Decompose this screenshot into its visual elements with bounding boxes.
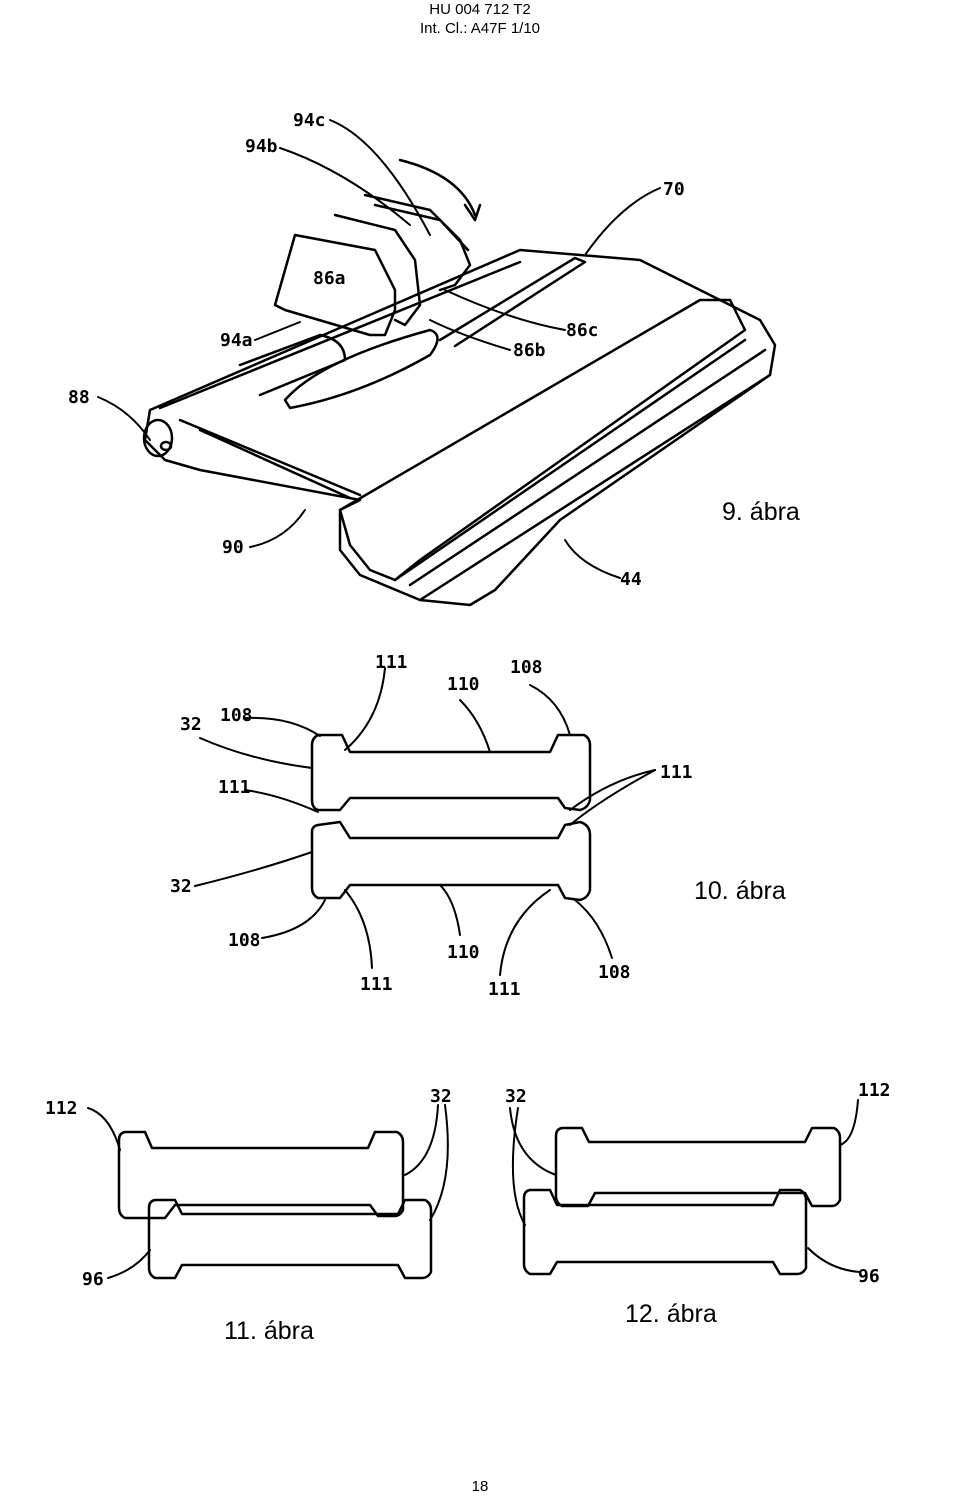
lower-profile-96	[147, 1198, 433, 1280]
figure-12-leaders	[509, 1099, 861, 1273]
divider-86c	[363, 193, 472, 292]
upper-profile-32	[117, 1130, 405, 1220]
lower-profile-96	[522, 1188, 808, 1276]
rod	[438, 256, 587, 348]
label-32: 32	[180, 714, 202, 735]
figure-12-drawing	[522, 1126, 842, 1276]
label-86a: 86a	[313, 268, 346, 289]
label-108: 108	[510, 657, 543, 678]
figure-11-drawing	[117, 1130, 433, 1280]
label-94b: 94b	[245, 136, 278, 157]
divider-86b	[333, 213, 422, 327]
label-110: 110	[447, 674, 480, 695]
figure-10-labels: 111 110 108 32 108 111 111 32 108 110 11…	[170, 652, 693, 1000]
upper-profile-32	[554, 1126, 842, 1208]
label-112: 112	[858, 1080, 891, 1101]
label-111: 111	[660, 762, 693, 783]
label-86c: 86c	[566, 320, 599, 341]
figure-9-caption: 9. ábra	[722, 498, 800, 526]
figure-9-drawing	[142, 158, 777, 607]
label-70: 70	[663, 179, 685, 200]
figure-10-drawing	[310, 733, 592, 902]
document-header: HU 004 712 T2 Int. Cl.: A47F 1/10	[0, 0, 960, 38]
label-110: 110	[447, 942, 480, 963]
label-96: 96	[82, 1269, 104, 1290]
figure-11-caption: 11. ábra	[224, 1317, 314, 1345]
label-90: 90	[222, 537, 244, 558]
label-86b: 86b	[513, 340, 546, 361]
figure-12-labels: 32 112 96	[505, 1080, 891, 1287]
figure-11-labels: 112 32 96	[45, 1086, 452, 1290]
label-96: 96	[858, 1266, 880, 1287]
upper-profile-32	[310, 733, 592, 812]
divider-86a	[273, 233, 397, 337]
label-108: 108	[220, 705, 253, 726]
front-rail	[338, 298, 747, 582]
label-111: 111	[488, 979, 521, 1000]
label-88: 88	[68, 387, 90, 408]
label-111: 111	[375, 652, 408, 673]
label-32: 32	[170, 876, 192, 897]
label-44: 44	[620, 569, 642, 590]
label-32: 32	[430, 1086, 452, 1107]
label-108: 108	[598, 962, 631, 983]
label-32: 32	[505, 1086, 527, 1107]
page-number: 18	[471, 1478, 489, 1495]
label-108: 108	[228, 930, 261, 951]
classification: Int. Cl.: A47F 1/10	[419, 20, 541, 37]
figure-9-labels: 94c 94b 70 86a 94a 86c 86b 88 90 44	[68, 110, 685, 590]
patent-number: HU 004 712 T2	[429, 1, 531, 18]
figure-9-leaders	[97, 119, 661, 579]
label-111: 111	[218, 777, 251, 798]
lower-profile-32	[310, 820, 592, 902]
tray-outline	[143, 248, 777, 607]
figure-10-caption: 10. ábra	[694, 877, 786, 905]
label-94a: 94a	[220, 330, 253, 351]
figure-12-caption: 12. ábra	[625, 1300, 717, 1328]
figure-11-leaders	[87, 1104, 449, 1279]
end-cap	[142, 418, 174, 458]
label-111: 111	[360, 974, 393, 995]
figure-10-leaders	[194, 667, 656, 976]
label-94c: 94c	[293, 110, 326, 131]
label-112: 112	[45, 1098, 78, 1119]
